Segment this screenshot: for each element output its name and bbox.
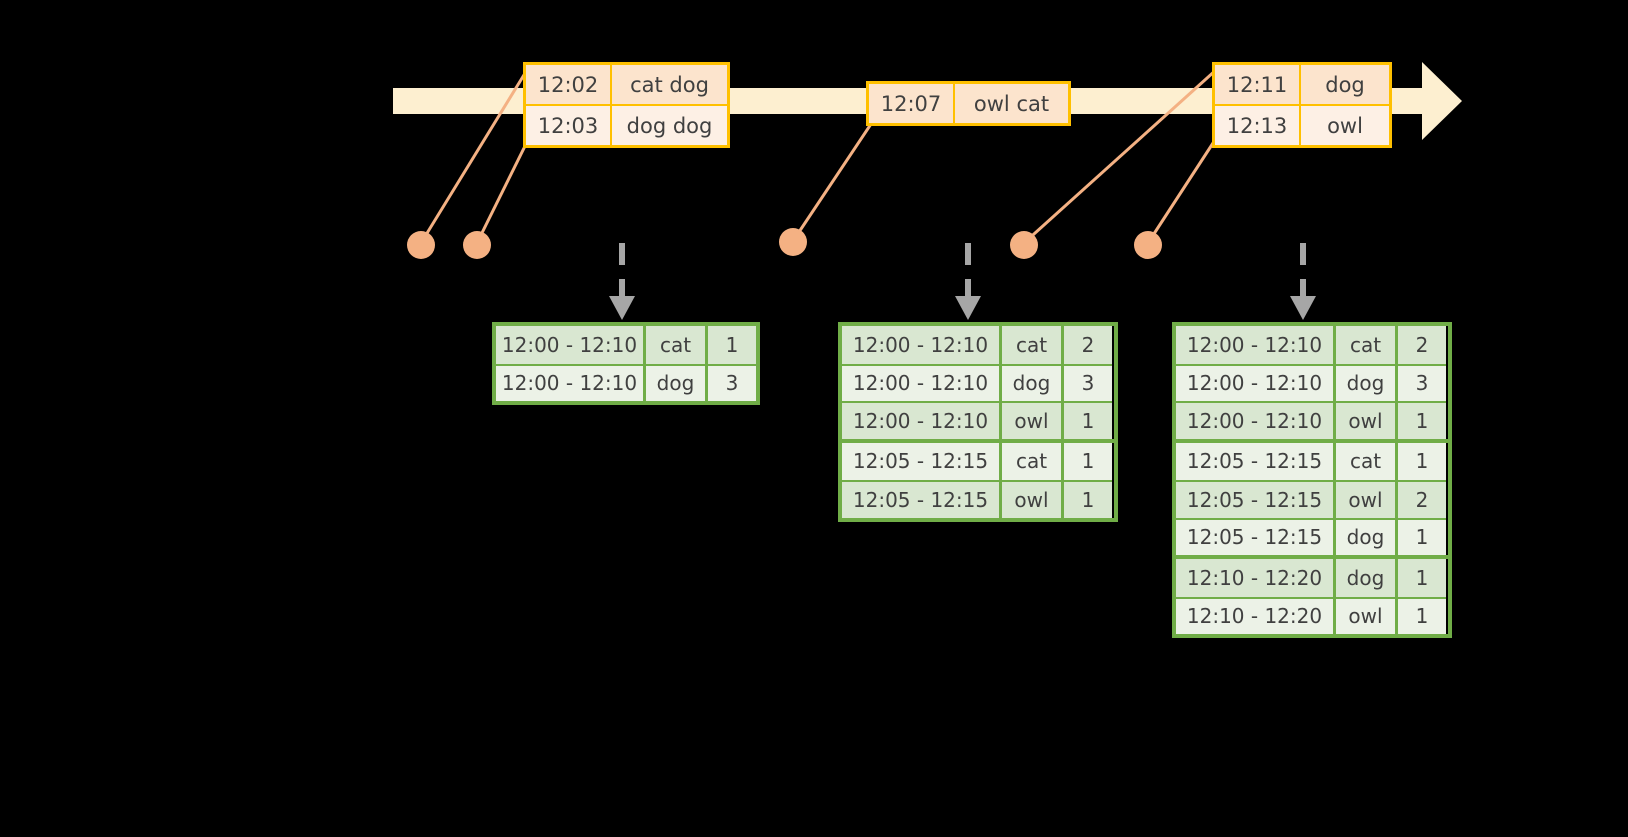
event-dot-2 bbox=[463, 231, 491, 259]
event-row[interactable]: 12:13 owl bbox=[1215, 104, 1389, 145]
cell-window: 12:00 - 12:10 bbox=[842, 401, 1002, 439]
event-dot-1 bbox=[407, 231, 435, 259]
cell-key: owl bbox=[1336, 480, 1398, 518]
cell-window: 12:00 - 12:10 bbox=[1176, 363, 1336, 401]
cell-key: owl bbox=[1002, 401, 1064, 439]
table-row[interactable]: 12:05 - 12:15 cat 1 bbox=[1176, 438, 1448, 480]
cell-key: cat bbox=[1002, 442, 1064, 480]
event-time: 12:03 bbox=[526, 106, 612, 145]
emit-arrow-1 bbox=[609, 243, 635, 320]
cell-count: 1 bbox=[1398, 517, 1446, 555]
table-row[interactable]: 12:00 - 12:10 cat 2 bbox=[842, 326, 1114, 364]
cell-key: dog bbox=[1002, 363, 1064, 401]
cell-key: cat bbox=[1336, 326, 1398, 364]
event-dot-3 bbox=[779, 228, 807, 256]
table-row[interactable]: 12:00 - 12:10 cat 1 bbox=[496, 326, 756, 364]
event-box-group-1[interactable]: 12:02 cat dog 12:03 dog dog bbox=[523, 62, 730, 148]
table-row[interactable]: 12:00 - 12:10 owl 1 bbox=[842, 401, 1114, 439]
connector-line-1 bbox=[419, 69, 529, 244]
cell-key: owl bbox=[1336, 596, 1398, 634]
table-row[interactable]: 12:00 - 12:10 dog 3 bbox=[842, 363, 1114, 401]
connector-line-3 bbox=[791, 117, 877, 242]
cell-count: 2 bbox=[1398, 480, 1446, 518]
cell-key: owl bbox=[1002, 480, 1064, 518]
cell-count: 1 bbox=[1064, 401, 1112, 439]
cell-window: 12:05 - 12:15 bbox=[842, 442, 1002, 480]
event-words: owl cat bbox=[955, 84, 1068, 123]
cell-count: 3 bbox=[708, 363, 756, 401]
cell-key: dog bbox=[1336, 363, 1398, 401]
event-dots bbox=[407, 228, 1162, 259]
table-row[interactable]: 12:00 - 12:10 cat 2 bbox=[1176, 326, 1448, 364]
table-row[interactable]: 12:05 - 12:15 owl 1 bbox=[842, 480, 1114, 518]
event-words: owl bbox=[1301, 106, 1389, 145]
cell-window: 12:00 - 12:10 bbox=[842, 326, 1002, 364]
cell-count: 1 bbox=[1398, 401, 1446, 439]
table-row[interactable]: 12:00 - 12:10 owl 1 bbox=[1176, 401, 1448, 439]
event-box-group-2[interactable]: 12:07 owl cat bbox=[866, 81, 1071, 126]
table-row[interactable]: 12:05 - 12:15 cat 1 bbox=[842, 438, 1114, 480]
cell-window: 12:00 - 12:10 bbox=[496, 363, 646, 401]
event-time: 12:11 bbox=[1215, 65, 1301, 104]
cell-key: owl bbox=[1336, 401, 1398, 439]
cell-window: 12:05 - 12:15 bbox=[842, 480, 1002, 518]
event-words: dog dog bbox=[612, 106, 727, 145]
cell-key: cat bbox=[646, 326, 708, 364]
event-row[interactable]: 12:11 dog bbox=[1215, 65, 1389, 104]
event-row[interactable]: 12:03 dog dog bbox=[526, 104, 727, 145]
cell-window: 12:05 - 12:15 bbox=[1176, 442, 1336, 480]
table-row[interactable]: 12:00 - 12:10 dog 3 bbox=[1176, 363, 1448, 401]
cell-key: cat bbox=[1002, 326, 1064, 364]
emit-arrows bbox=[609, 243, 1316, 320]
event-words: cat dog bbox=[612, 65, 727, 104]
emit-arrow-2 bbox=[955, 243, 981, 320]
event-row[interactable]: 12:02 cat dog bbox=[526, 65, 727, 104]
event-dot-5 bbox=[1134, 231, 1162, 259]
event-words: dog bbox=[1301, 65, 1389, 104]
cell-window: 12:00 - 12:10 bbox=[1176, 326, 1336, 364]
cell-window: 12:10 - 12:20 bbox=[1176, 559, 1336, 597]
cell-count: 1 bbox=[1064, 442, 1112, 480]
event-time: 12:07 bbox=[869, 84, 955, 123]
connector-line-5 bbox=[1146, 139, 1217, 244]
emit-arrow-3 bbox=[1290, 243, 1316, 320]
cell-count: 2 bbox=[1398, 326, 1446, 364]
event-dot-4 bbox=[1010, 231, 1038, 259]
connector-line-2 bbox=[475, 139, 530, 244]
table-row[interactable]: 12:10 - 12:20 owl 1 bbox=[1176, 596, 1448, 634]
cell-count: 1 bbox=[1398, 442, 1446, 480]
result-table-3[interactable]: 12:00 - 12:10 cat 2 12:00 - 12:10 dog 3 … bbox=[1172, 322, 1452, 638]
cell-window: 12:05 - 12:15 bbox=[1176, 480, 1336, 518]
cell-window: 12:10 - 12:20 bbox=[1176, 596, 1336, 634]
cell-key: cat bbox=[1336, 442, 1398, 480]
table-row[interactable]: 12:05 - 12:15 dog 1 bbox=[1176, 517, 1448, 555]
cell-key: dog bbox=[646, 363, 708, 401]
result-table-1[interactable]: 12:00 - 12:10 cat 1 12:00 - 12:10 dog 3 bbox=[492, 322, 760, 405]
cell-count: 2 bbox=[1064, 326, 1112, 364]
cell-count: 1 bbox=[1398, 596, 1446, 634]
cell-count: 3 bbox=[1398, 363, 1446, 401]
table-row[interactable]: 12:10 - 12:20 dog 1 bbox=[1176, 555, 1448, 597]
event-box-group-3[interactable]: 12:11 dog 12:13 owl bbox=[1212, 62, 1392, 148]
cell-window: 12:00 - 12:10 bbox=[1176, 401, 1336, 439]
cell-count: 1 bbox=[1064, 480, 1112, 518]
cell-count: 1 bbox=[708, 326, 756, 364]
table-row[interactable]: 12:00 - 12:10 dog 3 bbox=[496, 363, 756, 401]
cell-key: dog bbox=[1336, 559, 1398, 597]
cell-window: 12:00 - 12:10 bbox=[496, 326, 646, 364]
cell-key: dog bbox=[1336, 517, 1398, 555]
cell-window: 12:05 - 12:15 bbox=[1176, 517, 1336, 555]
table-row[interactable]: 12:05 - 12:15 owl 2 bbox=[1176, 480, 1448, 518]
cell-window: 12:00 - 12:10 bbox=[842, 363, 1002, 401]
cell-count: 3 bbox=[1064, 363, 1112, 401]
cell-count: 1 bbox=[1398, 559, 1446, 597]
result-table-2[interactable]: 12:00 - 12:10 cat 2 12:00 - 12:10 dog 3 … bbox=[838, 322, 1118, 522]
event-row[interactable]: 12:07 owl cat bbox=[869, 84, 1068, 123]
event-time: 12:13 bbox=[1215, 106, 1301, 145]
event-time: 12:02 bbox=[526, 65, 612, 104]
